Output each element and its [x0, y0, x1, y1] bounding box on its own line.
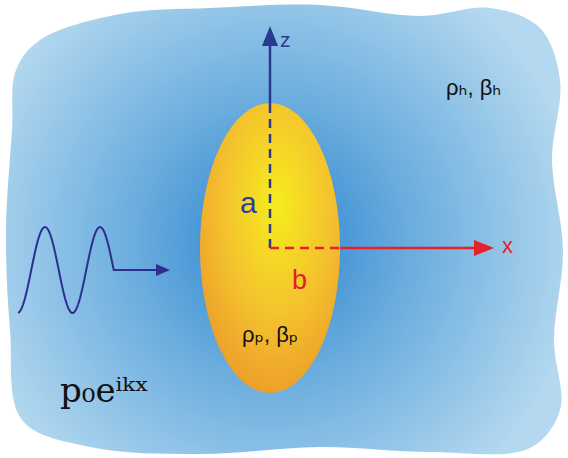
axis-label: x	[502, 234, 513, 258]
z-axis	[262, 26, 278, 248]
x-axis	[270, 240, 494, 256]
wave-expression: p₀eⁱᵏˣ	[60, 372, 149, 409]
axis-label: z	[280, 28, 291, 51]
material-parameters: ρₚ, βₚ	[242, 323, 298, 347]
incident-wave	[18, 227, 170, 313]
semi-axis-label: a	[240, 186, 257, 219]
semi-axis-label: b	[292, 266, 307, 296]
material-parameters: ρₕ, βₕ	[446, 76, 501, 100]
